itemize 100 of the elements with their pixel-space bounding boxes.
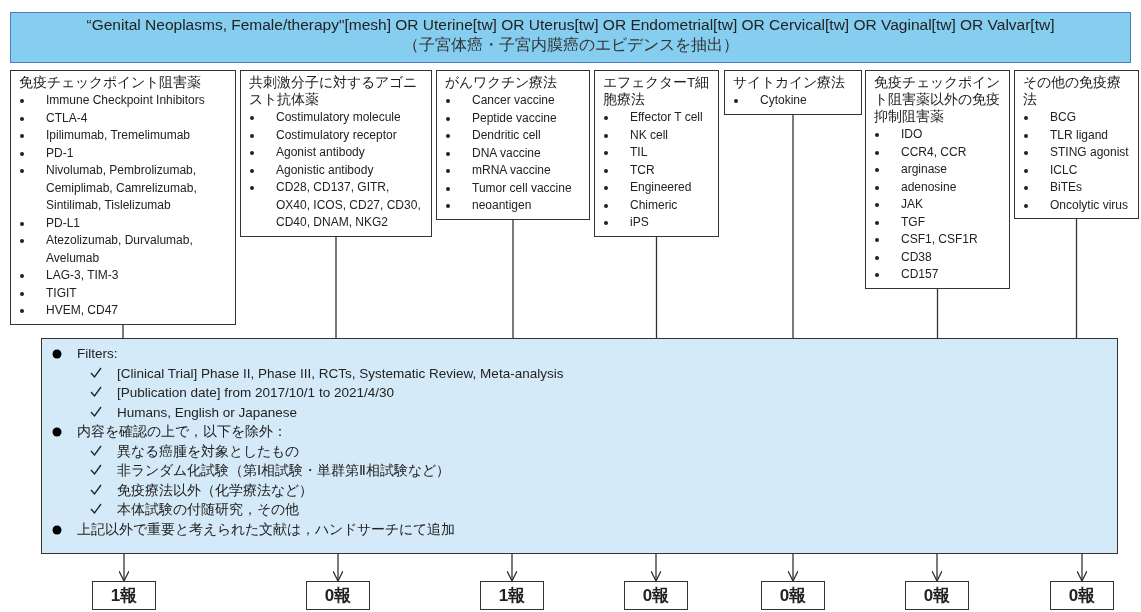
query-note: （子宮体癌・子宮内膜癌のエビデンスを抽出） <box>402 35 739 55</box>
list-item: PD-1 <box>46 144 74 162</box>
list-item: CD157 <box>901 266 939 283</box>
list-item: HVEM, CD47 <box>46 302 119 319</box>
list-item: BCG <box>1050 109 1076 126</box>
sub-criterion-text: [Publication date] from 2017/10/1 to 2021/4/30 <box>117 384 394 402</box>
criterion-text: 内容を確認の上で，以下を除外： <box>77 423 287 441</box>
list-item: TIGIT <box>46 284 77 302</box>
list-item: Nivolumab, Pembrolizumab, Cemiplimab, Camrelizumab, Sintilimab, Tislelizumab <box>46 162 198 214</box>
connector-line <box>655 235 658 339</box>
list-item: Immune Checkpoint Inhibitors <box>46 92 205 109</box>
list-item: TIL <box>630 144 648 161</box>
category-box <box>594 70 719 237</box>
search-query: “Genital Neoplasms, Female/therapy"[mesh] OR Uterine[tw] OR Uterus[tw] OR Endometrial[tw] OR Cervical[tw] OR Vaginal[tw] OR Valvar[tw] <box>85 16 1056 34</box>
sub-criterion-text: 異なる癌腫を対象としたもの <box>117 442 299 461</box>
connector-line <box>1075 218 1078 339</box>
list-item: NK cell <box>630 126 668 144</box>
sub-criterion-text: [Clinical Trial] Phase II, Phase III, RCTs, Systematic Review, Meta-analysis <box>117 364 564 383</box>
list-item: Atezolizumab, Durvalumab, Avelumab <box>46 232 194 267</box>
result-box <box>92 581 156 610</box>
list-item: BiTEs <box>1050 179 1082 196</box>
list-item: STING agonist <box>1050 144 1129 161</box>
list-item: TLR ligand <box>1050 126 1109 144</box>
list-item: Chimeric <box>630 196 678 214</box>
search-query-box <box>10 12 1131 63</box>
connector-line <box>936 287 939 339</box>
list-item: CTLA-4 <box>46 109 88 127</box>
list-item: Cytokine <box>760 92 807 109</box>
result-box <box>306 581 370 610</box>
list-item: Agonistic antibody <box>276 161 374 179</box>
sub-criterion-text: Humans, English or Japanese <box>117 403 298 422</box>
list-item: Dendritic cell <box>472 127 541 144</box>
list-item: adenosine <box>901 178 957 196</box>
category-box <box>436 70 590 220</box>
list-item: LAG-3, TIM-3 <box>46 267 119 284</box>
connector-line <box>512 218 514 339</box>
list-item: Costimulatory receptor <box>276 126 397 144</box>
list-item: arginase <box>901 161 948 178</box>
connector-line <box>792 113 794 339</box>
category-heading: 免疫チェックポイント阻害薬以外の免疫抑制阻害薬 <box>874 74 1001 125</box>
category-heading: 免疫チェックポイント阻害薬 <box>19 74 202 91</box>
arrow <box>118 553 130 582</box>
list-item: CSF1, CSF1R <box>901 231 978 248</box>
list-item: IDO <box>901 126 923 143</box>
list-item: Ipilimumab, Tremelimumab <box>46 127 191 144</box>
arrow <box>787 553 799 582</box>
category-box <box>865 70 1010 289</box>
category-heading: その他の免疫療法 <box>1023 74 1122 108</box>
result-box <box>905 581 969 610</box>
list-item: ICLC <box>1050 161 1078 179</box>
count-text: 0報 <box>923 585 951 607</box>
list-item: CD38 <box>901 248 932 266</box>
count-text: 0報 <box>324 585 352 607</box>
result-box <box>1050 581 1114 610</box>
count-text: 0報 <box>1068 585 1096 607</box>
list-item: Cancer vaccine <box>472 92 555 109</box>
arrow <box>332 553 344 582</box>
list-item: TGF <box>901 213 925 231</box>
category-heading: サイトカイン療法 <box>733 74 846 91</box>
criterion-text: Filters: <box>77 345 118 363</box>
count-text: 1報 <box>110 585 138 607</box>
category-heading: がんワクチン療法 <box>445 74 558 91</box>
list-item: Costimulatory molecule <box>276 109 401 126</box>
category-heading: 共刺激分子に対するアゴニスト抗体薬 <box>249 74 418 108</box>
count-text: 0報 <box>779 585 807 607</box>
list-item: JAK <box>901 196 923 213</box>
result-box <box>761 581 825 610</box>
connector-line <box>335 235 337 339</box>
category-heading: エフェクターT細胞療法 <box>603 74 711 108</box>
sub-criterion-text: 非ランダム化試験（第Ⅰ相試験・単群第Ⅱ相試験など） <box>117 462 450 480</box>
list-item: neoantigen <box>472 197 532 214</box>
category-box <box>10 70 236 325</box>
arrow <box>1076 553 1088 582</box>
list-item: iPS <box>630 214 649 231</box>
result-box <box>480 581 544 610</box>
arrow <box>931 553 943 582</box>
sub-criterion-text: 本体試験の付随研究，その他 <box>117 501 299 519</box>
count-text: 1報 <box>498 585 526 607</box>
arrow <box>506 553 518 582</box>
list-item: TCR <box>630 161 655 179</box>
result-box <box>624 581 688 610</box>
connector-line <box>122 323 124 339</box>
list-item: CCR4, CCR <box>901 143 967 161</box>
list-item: Effector T cell <box>630 109 703 126</box>
category-box <box>724 70 862 115</box>
list-item: Tumor cell vaccine <box>472 179 572 197</box>
criterion-text: 上記以外で重要と考えられた文献は，ハンドサーチにて追加 <box>77 520 455 539</box>
arrow <box>650 553 662 582</box>
category-box <box>1014 70 1139 219</box>
count-text: 0報 <box>642 585 670 607</box>
filter-box <box>41 338 1118 554</box>
category-box <box>240 70 432 237</box>
list-item: CD28, CD137, GITR, OX40, ICOS, CD27, CD30, CD40, DNAM, NKG2 <box>276 179 422 231</box>
list-item: Oncolytic virus <box>1050 196 1129 214</box>
list-item: Agonist antibody <box>276 144 365 161</box>
list-item: Peptide vaccine <box>472 109 557 127</box>
list-item: Engineered <box>630 179 692 196</box>
list-item: DNA vaccine <box>472 144 541 162</box>
list-item: mRNA vaccine <box>472 162 551 179</box>
sub-criterion-text: 免疫療法以外（化学療法など） <box>117 481 313 500</box>
